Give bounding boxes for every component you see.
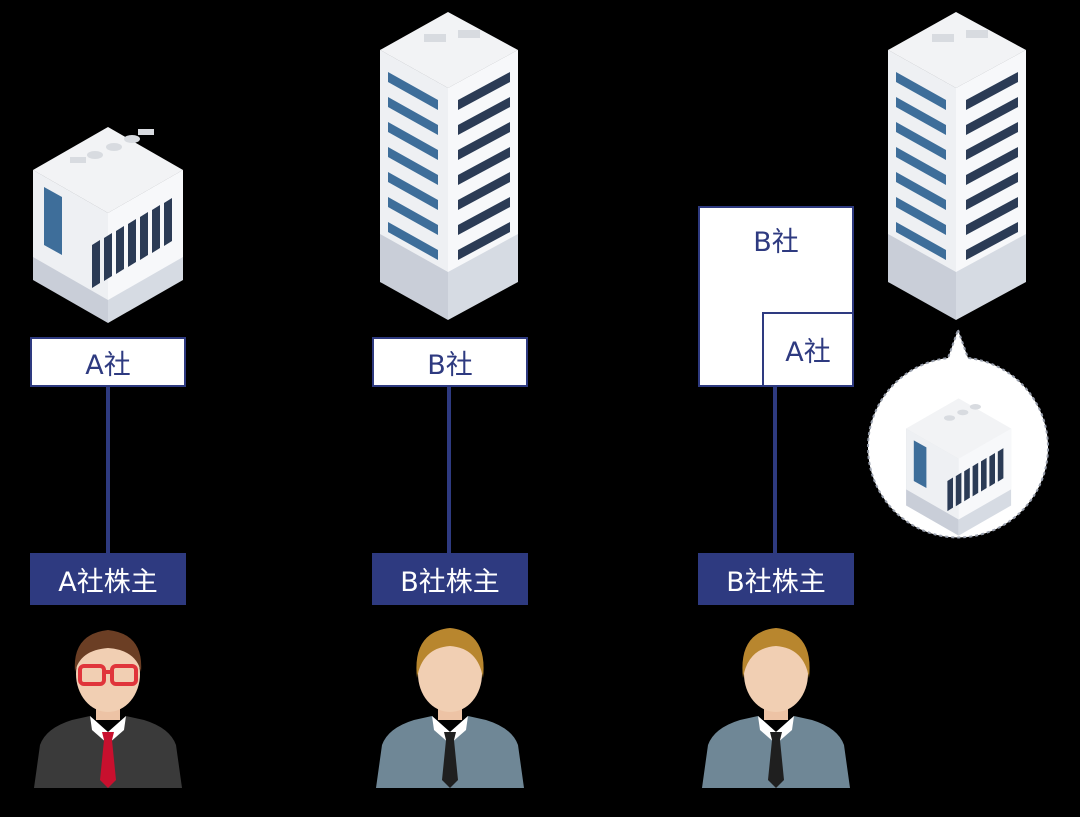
company-a-box: A社	[30, 337, 186, 387]
company-b-box: B社	[372, 337, 528, 387]
subsidiary-a-box: A社	[762, 312, 854, 387]
person-with-glasses-icon	[34, 630, 182, 788]
small-office-building-icon	[906, 398, 1012, 536]
subsidiary-a-label: A社	[785, 337, 831, 368]
ownership-line-a	[106, 387, 110, 553]
tall-office-building-icon	[380, 12, 518, 320]
company-a-label: A社	[85, 349, 131, 381]
tall-office-building-icon	[888, 12, 1026, 320]
shareholder-b2-label: B社株主	[726, 566, 826, 598]
shareholder-b-label: B社株主	[400, 566, 500, 598]
person-icon	[376, 628, 524, 788]
ownership-line-b	[447, 387, 451, 553]
person-icon	[702, 628, 850, 788]
small-office-building-icon	[33, 127, 183, 323]
shareholder-a-box: A社株主	[30, 553, 186, 605]
shareholder-b-box: B社株主	[372, 553, 528, 605]
ownership-line-c	[773, 387, 777, 553]
parent-company-b-label: B社	[753, 227, 799, 258]
subsidiary-bubble-icon	[867, 327, 1049, 539]
company-b-label: B社	[427, 349, 473, 381]
shareholder-a-label: A社株主	[58, 566, 158, 598]
shareholder-b2-box: B社株主	[698, 553, 854, 605]
